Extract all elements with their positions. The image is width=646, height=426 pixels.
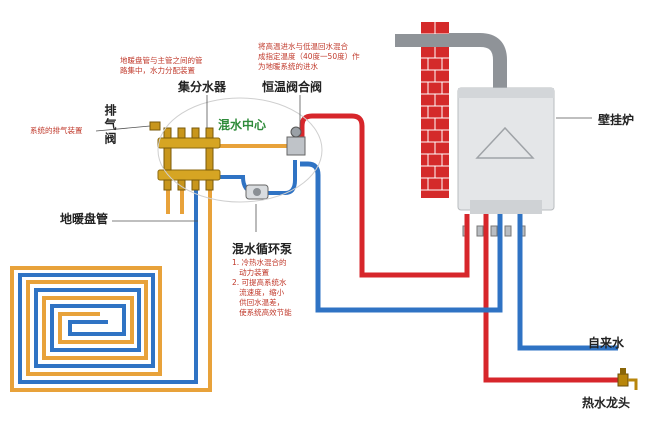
hot-water-pipe — [483, 214, 620, 383]
manifold-note: 地暖盘管与主管之间的管 路集中，水力分配装置 — [120, 56, 203, 75]
thermostatic-valve — [286, 126, 306, 156]
wall-boiler — [457, 87, 555, 214]
floor-coil-label: 地暖盘管 — [60, 212, 109, 226]
floor-coil-return — [18, 185, 198, 384]
boiler-label: 壁挂炉 — [598, 113, 635, 127]
thermo-valve-note: 将高温进水与低温回水混合 成指定温度（40度一50度）作 为地暖系统的进水 — [258, 42, 360, 71]
manifold-label: 集分水器 — [178, 80, 227, 94]
exhaust-valve-label: 排气阀 — [103, 104, 117, 146]
floor-coil-supply — [10, 185, 212, 392]
pump-label: 混水循环泵 — [232, 242, 293, 256]
hot-supply-pipe — [299, 113, 470, 278]
mixing-center-outline — [157, 97, 323, 203]
tap-water-pipe — [517, 214, 618, 351]
tap-water-label: 自来水 — [588, 336, 625, 350]
flue-pipe — [395, 33, 507, 92]
brick-wall — [421, 22, 449, 198]
boiler-valves — [462, 225, 526, 237]
pump-note: 1. 冷热水混合的 动力装置 2. 可提高系统水 流速度，缩小 供回水温差， 使… — [232, 258, 292, 317]
faucet-icon — [617, 368, 638, 390]
circulation-pump — [245, 184, 269, 200]
mix-return-pipe — [215, 160, 297, 195]
mixing-center-label: 混水中心 — [218, 118, 267, 132]
hot-faucet-label: 热水龙头 — [582, 396, 631, 410]
thermo-valve-label: 恒温阀合阀 — [262, 80, 323, 94]
exhaust-valve-note: 系统的排气装置 — [30, 126, 83, 135]
leader-lines — [95, 95, 592, 232]
manifold — [149, 121, 221, 191]
